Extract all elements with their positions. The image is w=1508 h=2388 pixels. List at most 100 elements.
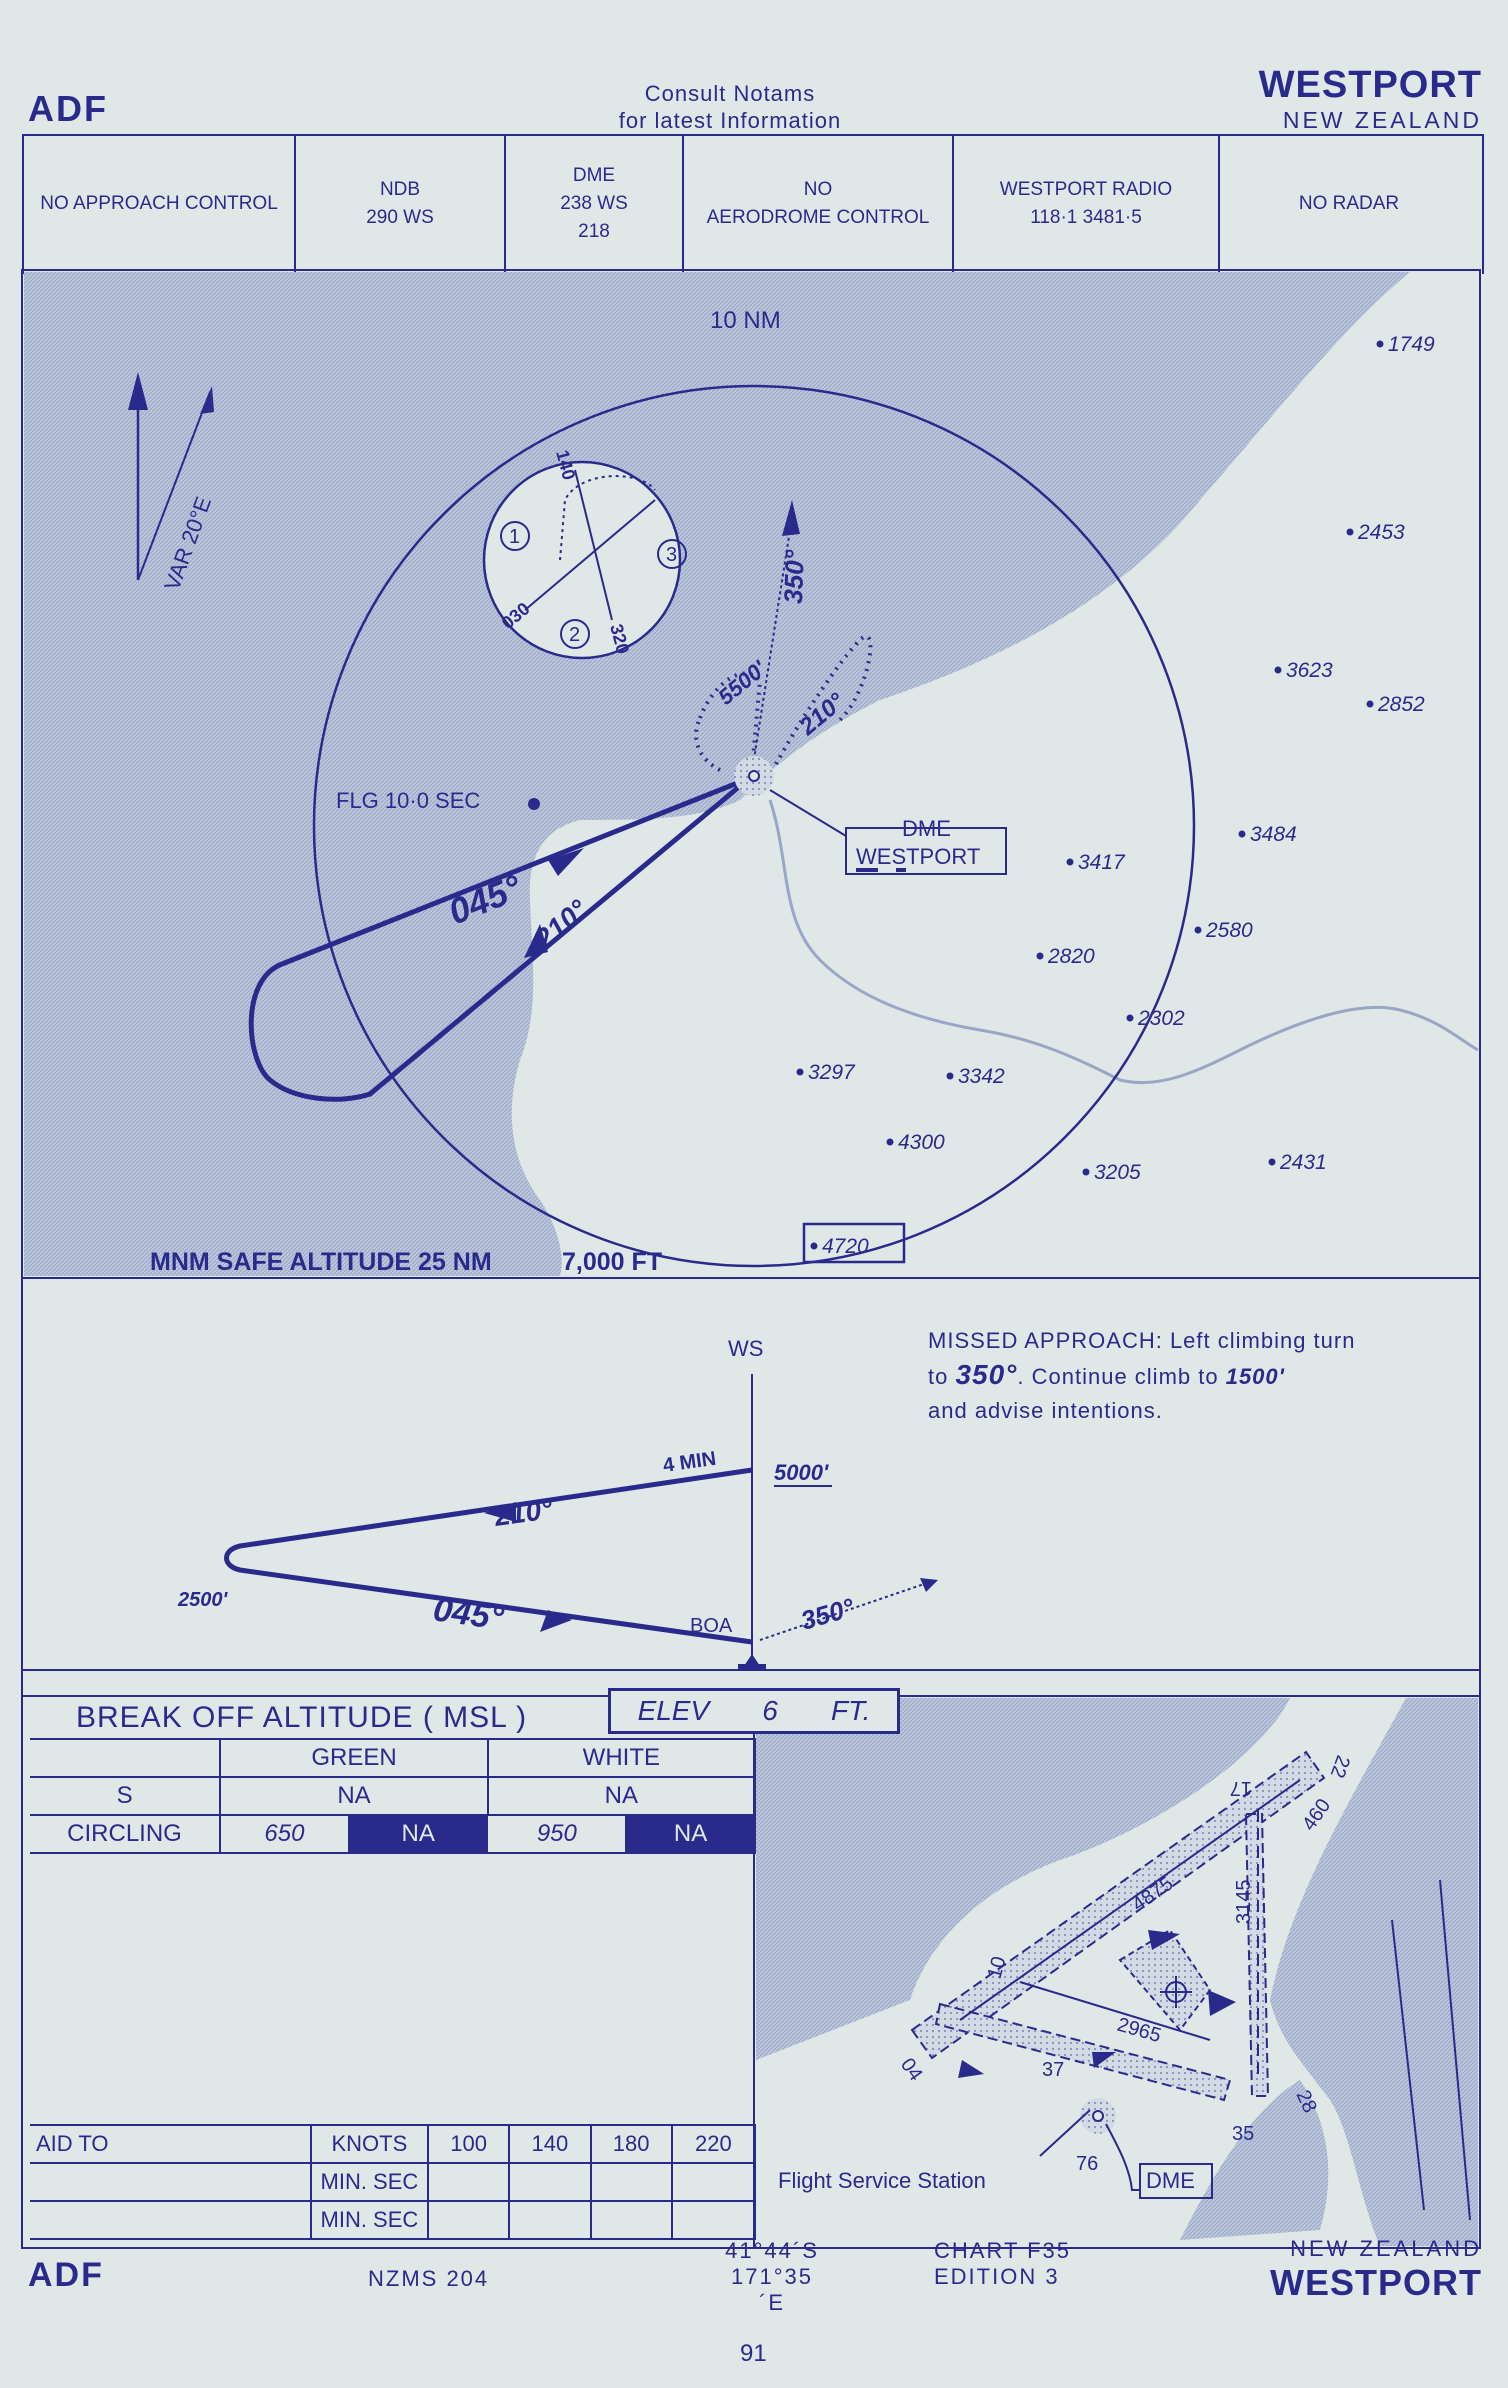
spot-height-label: 3342 (958, 1065, 1005, 1088)
inbound-arrow-icon (548, 848, 584, 876)
profile-station-label: WS (728, 1336, 763, 1361)
aerodrome-dme-box (1139, 2163, 1213, 2199)
station-base-icon (738, 1664, 766, 1670)
coast-line-1 (1391, 1919, 1425, 2211)
sector-1-label: 1 (509, 526, 520, 548)
white-header: WHITE (486, 1738, 757, 1778)
elevation-37: 37 (1042, 2059, 1064, 2081)
light-label: FLG 10·0 SEC (336, 788, 480, 813)
sector-3-marker (657, 539, 687, 569)
approach-control-box: NO APPROACH CONTROL (24, 136, 296, 272)
spot-height-label: 2431 (1279, 1151, 1327, 1174)
spot-height-dot (946, 1072, 954, 1080)
insert-track-2 (524, 499, 656, 611)
circling-white-alt: 950 (486, 1814, 628, 1854)
spot-height-label: 3205 (1094, 1161, 1141, 1184)
speed-220: 220 (670, 2124, 757, 2164)
spot-heights: 1749245336232852348434172580282023023297… (796, 333, 1435, 1258)
spot-height-dot (1366, 700, 1374, 708)
spot-height-dot (1238, 830, 1246, 838)
aid-table: AID TO KNOTS 100 140 180 220 MIN. SEC MI… (30, 2124, 757, 2240)
airport-heading: WESTPORT NEW ZEALAND (1259, 64, 1482, 134)
runway-04-label: 04 (896, 2054, 927, 2085)
min-sec-label-2: MIN. SEC (309, 2200, 430, 2240)
missed-line-1: MISSED APPROACH: Left climbing turn (928, 1328, 1356, 1353)
missed-approach-path (751, 529, 791, 773)
minima-s-white: NA (486, 1776, 757, 1816)
boa-title: BREAK OFF ALTITUDE ( MSL ) (76, 1701, 528, 1734)
procedure-title: ADF (28, 88, 108, 129)
length-2965: 2965 (1115, 2014, 1164, 2047)
spot-height-label: 4720 (822, 1235, 869, 1258)
runway-22-label: 22 (1326, 1752, 1354, 1780)
minima-cat-s: S (30, 1776, 222, 1816)
boa-title-row: BREAK OFF ALTITUDE ( MSL ) (28, 1696, 754, 1740)
profile-missed-label: 350° (797, 1592, 858, 1636)
circling-green-alt: 650 (219, 1814, 350, 1854)
msa-altitude: 7,000 FT (562, 1248, 662, 1276)
apron (1118, 1928, 1212, 2032)
range-label: 10 NM (710, 307, 781, 334)
minima-cat-circling: CIRCLING (30, 1814, 222, 1854)
min-sec-label-1: MIN. SEC (309, 2162, 430, 2202)
airport-name: WESTPORT (1258, 64, 1482, 106)
sea-area (24, 272, 1410, 1276)
footer-coordinates: 41°44´S 171°35´E (722, 2238, 822, 2316)
spot-height-label: 2852 (1377, 693, 1425, 716)
footer-airport: WESTPORT (1270, 2262, 1482, 2303)
speed-140: 140 (508, 2124, 592, 2164)
spot-height-dot (1126, 1014, 1134, 1022)
profile-start-altitude: 5000' (774, 1460, 829, 1485)
coast-line-2 (1439, 1879, 1471, 2221)
spot-height-label: 2453 (1357, 521, 1405, 544)
missed-line-2: to 350°. Continue climb to 1500' (928, 1359, 1285, 1390)
footer-latitude: 41°44´S (725, 2238, 819, 2263)
magnetic-arrow-icon (200, 386, 214, 414)
spot-height-label: 1749 (1388, 333, 1435, 356)
circling-green-na: NA (347, 1814, 489, 1854)
radar-box: NO RADAR (1298, 193, 1400, 214)
procedure-track (248, 779, 742, 1102)
profile-inbound-label: 045° (431, 1590, 506, 1637)
spot-height-dot (886, 1138, 894, 1146)
page-number: 91 (740, 2340, 767, 2367)
notam-line-2: for latest Information (618, 108, 842, 133)
green-header: GREEN (219, 1738, 489, 1778)
missed-arrow-icon (782, 500, 800, 536)
landing-arrow-4-icon (1092, 2052, 1116, 2068)
dme-label-box (845, 827, 1007, 875)
missed-track-label: 350° (778, 549, 810, 604)
footer-chart-number: CHART F35 (934, 2238, 1072, 2263)
spot-height-label: 3417 (1078, 851, 1126, 874)
comms-strip (22, 134, 1484, 274)
landing-arrow-2-icon (1208, 1990, 1236, 2016)
landing-arrow-3-icon (958, 2060, 984, 2078)
hold-pattern-west (694, 671, 763, 772)
sector-1-marker (500, 521, 530, 551)
profile-turn-altitude: 2500' (177, 1589, 228, 1611)
dme-label-1: DME (902, 816, 951, 841)
speed-180: 180 (589, 2124, 673, 2164)
dme-leader (769, 789, 847, 837)
profile-time-label: 4 MIN (662, 1448, 718, 1477)
spot-height-label: 4300 (898, 1131, 945, 1154)
spot-height-label: 2580 (1205, 919, 1253, 942)
spot-height-label: 3297 (808, 1061, 856, 1084)
spot-height-dot (1066, 858, 1074, 866)
aid-to-label: AID TO (30, 2124, 312, 2164)
minima-s-green: NA (219, 1776, 489, 1816)
spot-height-dot (796, 1068, 804, 1076)
spot-height-dot (1194, 926, 1202, 934)
spot-height-dot (1082, 1168, 1090, 1176)
aerodrome-land-shade (756, 1698, 1290, 2060)
knots-label: KNOTS (309, 2124, 430, 2164)
landing-arrow-1-icon (1148, 1930, 1180, 1950)
spot-height-label: 3484 (1250, 823, 1297, 846)
runway-35-label: 35 (1232, 2123, 1254, 2145)
sector-insert (482, 460, 682, 660)
length-3145: 3145 (1233, 1880, 1255, 1925)
spot-height-dot (1268, 1158, 1276, 1166)
runway-17-label: 17 (1230, 1777, 1252, 1799)
